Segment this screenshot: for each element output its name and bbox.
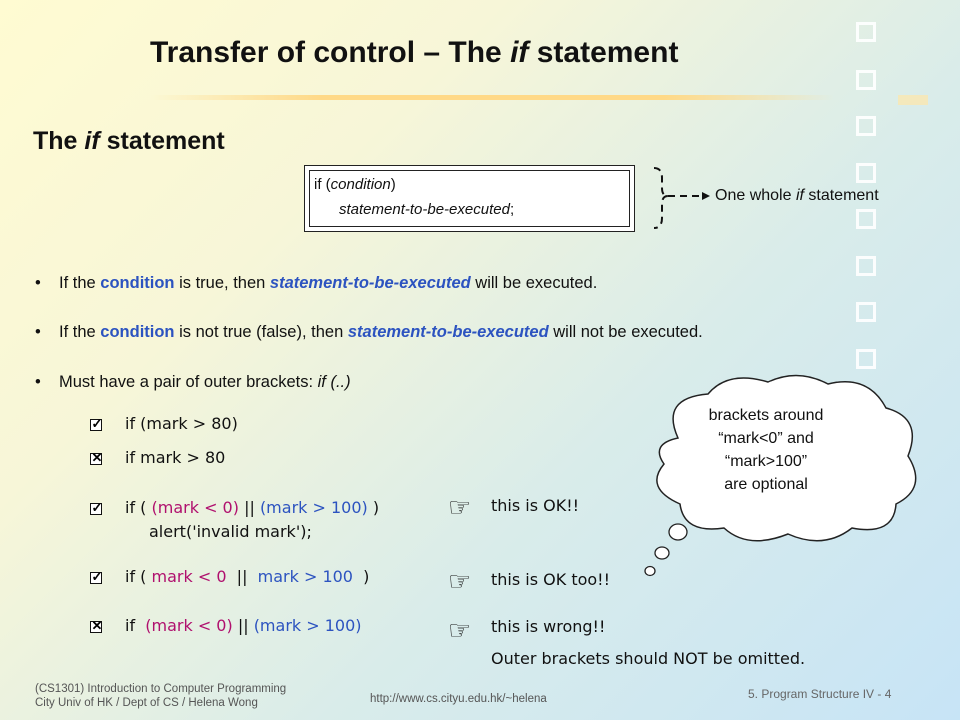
footer-course: (CS1301) Introduction to Computer Progra… <box>35 683 287 709</box>
checkbox-checked-icon: ✓ <box>90 500 103 515</box>
example-wrong-1: if mark > 80 <box>125 448 226 467</box>
brace-arrow <box>653 167 710 229</box>
slide-title: Transfer of control – The if statement <box>150 36 679 69</box>
section-heading: The if statement <box>33 127 225 155</box>
bullet-condition-false: • If the condition is not true (false), … <box>35 323 703 341</box>
checkbox-checked-icon: ✓ <box>90 569 103 584</box>
footer-url[interactable]: http://www.cs.cityu.edu.hk/~helena <box>370 693 547 705</box>
syntax-box <box>304 165 635 232</box>
syntax-line-2: statement-to-be-executed; <box>339 201 515 218</box>
thought-cloud <box>644 374 917 577</box>
pointing-hand-icon: ☞ <box>448 566 472 596</box>
comment-wrong: this is wrong!! <box>491 617 606 636</box>
title-underline-decoration <box>150 95 835 100</box>
brace-label: One whole if statement <box>715 187 879 204</box>
checkbox-checked-icon: ✓ <box>90 416 103 431</box>
comment-ok: this is OK!! <box>491 496 580 515</box>
example-correct-2-line2: alert('invalid mark'); <box>149 522 312 541</box>
bullet-condition-true: • If the condition is true, then stateme… <box>35 274 598 292</box>
comment-note: Outer brackets should NOT be omitted. <box>491 649 806 668</box>
example-wrong-2: if (mark < 0) || (mark > 100) <box>125 616 362 635</box>
example-correct-1: if (mark > 80) <box>125 414 238 433</box>
cloud-text: brackets around “mark<0” and “mark>100” … <box>708 407 824 493</box>
pointing-hand-icon: ☞ <box>448 615 472 645</box>
syntax-line-1: if (condition) <box>314 176 396 193</box>
example-correct-2: if ( (mark < 0) || (mark > 100) ) <box>125 498 380 517</box>
title-accent-decoration <box>898 95 928 105</box>
bullet-outer-brackets: • Must have a pair of outer brackets: if… <box>35 373 351 391</box>
comment-ok-too: this is OK too!! <box>491 570 610 589</box>
checkbox-crossed-icon: ✕ <box>90 450 103 465</box>
example-correct-3: if ( mark < 0 || mark > 100 ) <box>125 567 370 586</box>
footer-page-number: 5. Program Structure IV - 4 <box>748 687 892 701</box>
pointing-hand-icon: ☞ <box>448 492 472 522</box>
checkbox-crossed-icon: ✕ <box>90 618 103 633</box>
